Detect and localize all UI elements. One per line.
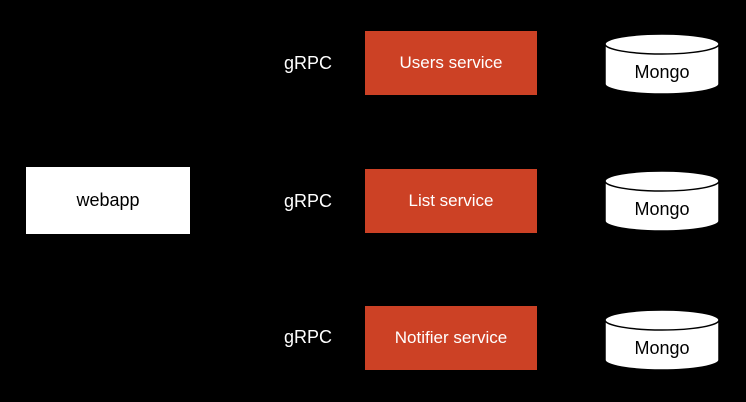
grpc-label-list: gRPC (283, 191, 332, 211)
service-node-notifier: Notifier service (365, 306, 537, 370)
service-label-list: List service (408, 191, 494, 210)
cylinder-body (604, 320, 720, 371)
cylinder-body (604, 181, 720, 232)
database-label-users: Mongo (634, 62, 689, 82)
database-node-users: Mongo (604, 33, 720, 95)
database-node-notifier: Mongo (604, 309, 720, 371)
database-cylinder-icon: Mongo (604, 33, 720, 95)
service-node-users: Users service (365, 31, 537, 95)
database-label-notifier: Mongo (634, 338, 689, 358)
cylinder-top (604, 170, 720, 192)
database-cylinder-icon: Mongo (604, 309, 720, 371)
webapp-label: webapp (76, 190, 140, 210)
service-node-list: List service (365, 169, 537, 233)
grpc-label-users: gRPC (283, 53, 332, 73)
grpc-label-notifier: gRPC (283, 327, 332, 347)
webapp-node: webapp (26, 167, 190, 234)
database-node-list: Mongo (604, 170, 720, 232)
cylinder-top (604, 309, 720, 331)
cylinder-top (604, 33, 720, 55)
database-label-list: Mongo (634, 199, 689, 219)
service-label-notifier: Notifier service (394, 328, 508, 347)
cylinder-body (604, 44, 720, 95)
service-label-users: Users service (399, 53, 503, 72)
database-cylinder-icon: Mongo (604, 170, 720, 232)
